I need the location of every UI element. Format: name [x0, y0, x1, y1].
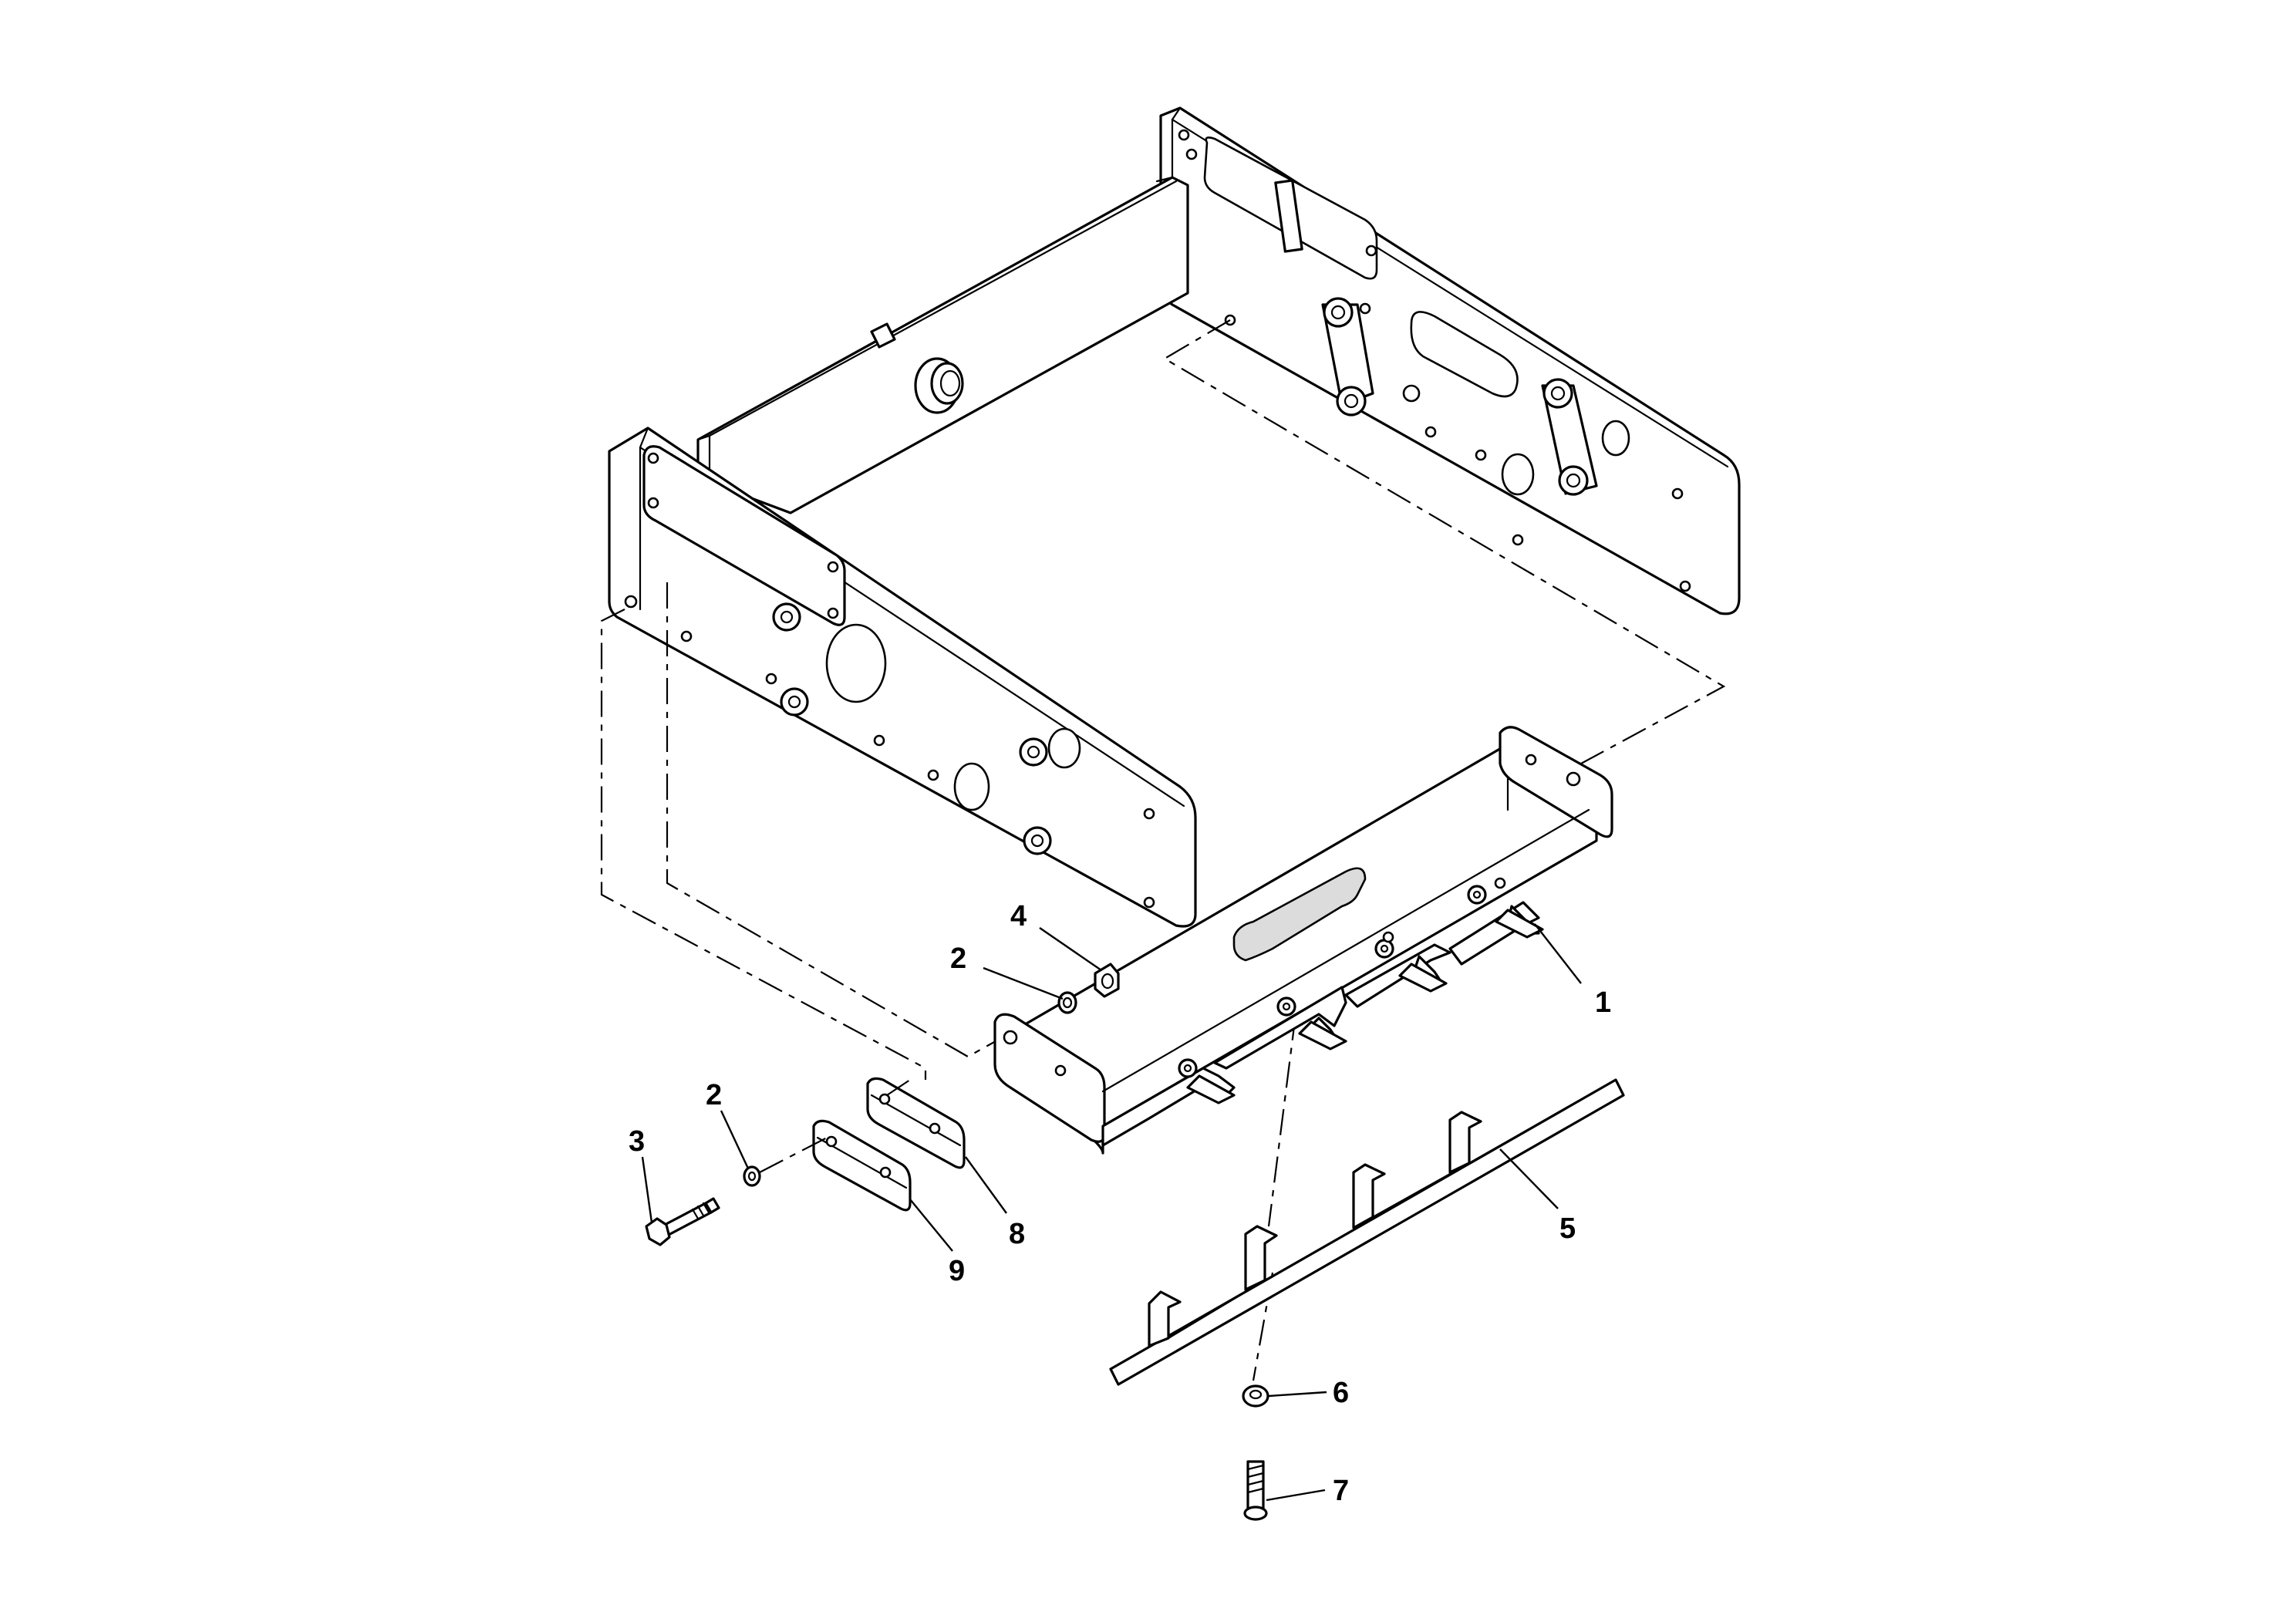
callout-2-lower: 2: [706, 1079, 750, 1169]
front-cross-member: [993, 726, 1613, 1155]
washer-6: [1242, 1384, 1269, 1408]
hex-nut-icon: [1019, 737, 1048, 767]
nut-icon: [1467, 885, 1487, 905]
callout-5: 5: [1499, 1148, 1576, 1245]
screw-7: [1243, 1460, 1268, 1521]
svg-text:8: 8: [1009, 1218, 1025, 1250]
nut-4: [1094, 963, 1120, 998]
washer-2-upper: [1057, 991, 1077, 1014]
callout-6: 6: [1268, 1377, 1349, 1409]
nut-icon: [1374, 939, 1394, 959]
callout-1: 1: [1534, 923, 1611, 1019]
nut-icon: [1178, 1058, 1198, 1078]
nut-icon: [1276, 996, 1296, 1017]
rear-side-plate: [1159, 106, 1741, 615]
svg-text:4: 4: [1010, 900, 1027, 932]
washer-2-lower: [743, 1165, 761, 1187]
hex-nut-icon: [780, 687, 809, 717]
bolt-3: [645, 1197, 720, 1246]
svg-text:1: 1: [1595, 986, 1611, 1019]
hex-nut-icon: [772, 602, 801, 632]
comb-strip: [1109, 1078, 1625, 1386]
callout-9: 9: [909, 1199, 965, 1287]
hex-nut-icon: [1542, 378, 1573, 409]
svg-text:7: 7: [1333, 1475, 1349, 1507]
svg-text:6: 6: [1333, 1377, 1349, 1409]
hex-nut-icon: [1323, 297, 1354, 328]
callout-7: 7: [1266, 1475, 1349, 1507]
svg-text:5: 5: [1559, 1212, 1576, 1245]
svg-text:3: 3: [629, 1125, 645, 1158]
hex-nut-icon: [1558, 465, 1589, 496]
cross-tube: [696, 176, 1189, 514]
svg-text:2: 2: [950, 943, 966, 975]
plate-9: [812, 1119, 912, 1212]
svg-text:9: 9: [949, 1255, 965, 1287]
callout-4: 4: [1010, 900, 1102, 971]
plate-8: [866, 1077, 966, 1169]
callout-3: 3: [629, 1125, 653, 1223]
hex-nut-icon: [1336, 386, 1367, 416]
svg-text:2: 2: [706, 1079, 722, 1111]
front-side-plate: [608, 427, 1197, 928]
hex-nut-icon: [1023, 826, 1052, 855]
pipe-fitting-icon: [914, 357, 964, 414]
callout-2-upper: 2: [950, 943, 1064, 1000]
callout-8: 8: [965, 1156, 1025, 1250]
